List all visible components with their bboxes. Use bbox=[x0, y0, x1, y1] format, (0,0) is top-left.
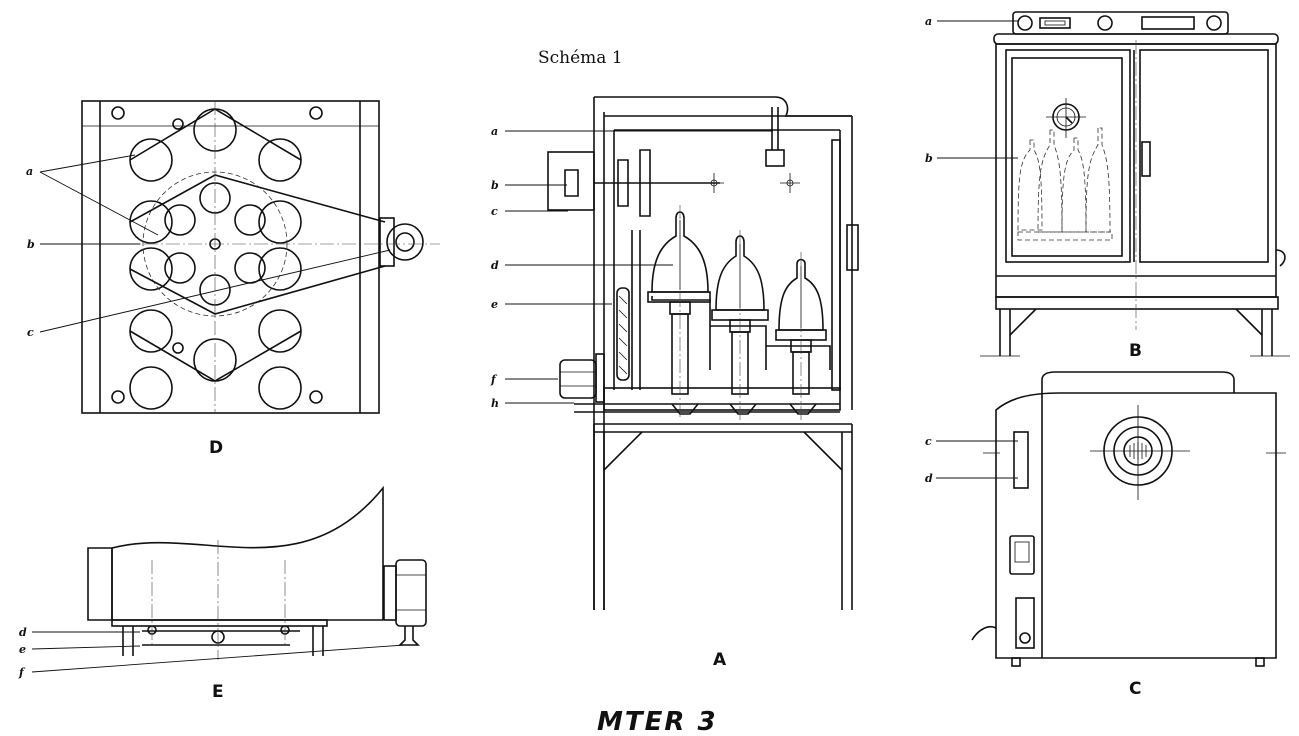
view-a-label-a: a bbox=[491, 125, 498, 138]
view-e-label-d: d bbox=[19, 626, 27, 639]
view-b-label-a: a bbox=[925, 15, 932, 28]
model-name: MTER 3 bbox=[597, 707, 718, 736]
view-a-label-e: e bbox=[491, 298, 498, 311]
view-a-label-f: f bbox=[490, 373, 498, 386]
schema-title: Schéma 1 bbox=[538, 48, 623, 68]
view-e-label-f: f bbox=[18, 666, 26, 679]
view-e-side-view: d e f E bbox=[18, 485, 427, 702]
view-c-label-d: d bbox=[925, 472, 933, 485]
view-a-front-section: a b c d e f h A bbox=[490, 96, 859, 670]
view-c-side-exterior: c d C bbox=[925, 371, 1286, 699]
view-d-caption: D bbox=[209, 438, 223, 458]
view-d-top-view: a b c D bbox=[26, 100, 440, 458]
view-d-label-a: a bbox=[26, 165, 33, 178]
view-d-label-b: b bbox=[27, 238, 35, 251]
bottle-tall bbox=[647, 211, 711, 395]
view-e-label-e: e bbox=[19, 643, 26, 656]
view-a-caption: A bbox=[713, 650, 727, 670]
view-b-label-b: b bbox=[925, 152, 933, 165]
view-b-front-exterior: a b B bbox=[925, 11, 1290, 361]
view-a-label-b: b bbox=[491, 179, 499, 192]
view-a-label-h: h bbox=[491, 397, 499, 410]
view-b-caption: B bbox=[1129, 341, 1142, 361]
view-d-label-c: c bbox=[27, 326, 34, 339]
view-c-caption: C bbox=[1129, 679, 1141, 699]
view-a-label-d: d bbox=[491, 259, 499, 272]
view-a-label-c: c bbox=[491, 205, 498, 218]
view-e-caption: E bbox=[212, 682, 224, 702]
view-c-label-c: c bbox=[925, 435, 932, 448]
